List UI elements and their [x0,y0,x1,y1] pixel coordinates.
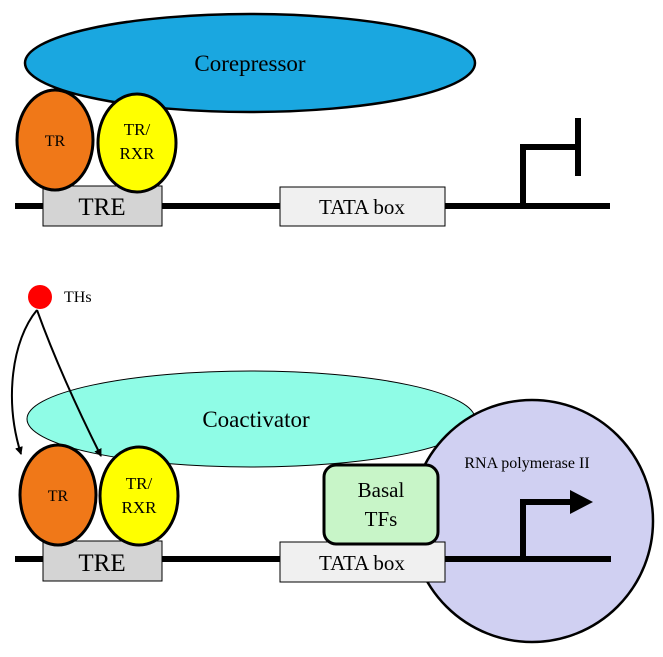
trxr-label-line1-top: TR/ [124,120,151,139]
transcription-start-arrow-shaft [520,499,572,557]
top-panel: Corepressor TRE TATA box TR TR/ RXR [15,12,610,227]
tata-box-bottom [279,541,446,583]
trxr-label-line1-bottom: TR/ [126,474,153,493]
corepressor-ellipse [23,12,477,114]
trxr-label-line2-bottom: RXR [122,498,158,517]
tre-box-bottom [42,540,163,582]
tata-label-top: TATA box [319,195,405,219]
basal-tfs-label-line2: TFs [365,507,398,531]
tr-label-bottom: TR [48,488,69,505]
ths-arrow-to-trxr [36,309,102,457]
rna-polymerase-circle [409,398,655,644]
ths-label: THs [64,289,92,306]
coactivator-label: Coactivator [202,407,310,432]
trxr-label-line2-top: RXR [120,144,156,163]
tr-ellipse-top [15,88,95,192]
trxr-ellipse-bottom [98,445,180,547]
basal-tfs-label-line1: Basal [358,478,405,502]
tre-label-top: TRE [78,194,125,221]
ths-dot [28,285,52,309]
transcription-start-arrow-icon [570,490,593,514]
bottom-panel: THs Coactivator RNA polymerase II TRE TA… [11,285,655,644]
rna-polymerase-label: RNA polymerase II [464,455,589,472]
corepressor-label: Corepressor [194,51,305,76]
basal-tfs-box [322,463,440,546]
tre-label-bottom: TRE [78,550,125,577]
tata-label-bottom: TATA box [319,551,405,575]
blocked-transcription-icon [520,118,581,204]
tr-ellipse-bottom [18,443,98,547]
ths-arrow-to-tr [11,309,38,455]
trxr-ellipse-top [96,92,178,194]
tr-label-top: TR [45,133,66,150]
tata-box-top [279,186,446,227]
